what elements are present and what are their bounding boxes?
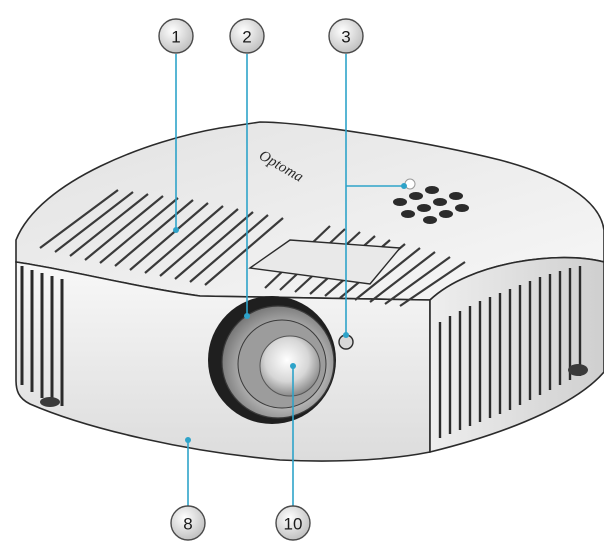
leader-dot-8	[185, 437, 191, 443]
leader-dot-2	[244, 313, 250, 319]
lens-shift-cover	[248, 239, 402, 285]
leader-lines	[173, 54, 407, 506]
callout-label-1: 1	[171, 28, 180, 47]
leader-dot-3-branch	[401, 183, 407, 189]
right-vents	[438, 266, 582, 438]
callout-1: 1	[158, 18, 194, 54]
callout-2: 2	[229, 18, 265, 54]
foot-right	[568, 364, 588, 376]
foot-left	[40, 397, 60, 407]
left-vents	[20, 266, 64, 406]
leader-dot-1	[173, 227, 179, 233]
control-buttons	[393, 186, 469, 224]
right-side	[429, 256, 604, 454]
callout-label-10: 10	[284, 515, 303, 534]
callout-3: 3	[328, 18, 364, 54]
callout-label-8: 8	[183, 515, 192, 534]
leader-dot-10	[290, 363, 296, 369]
lens-assembly	[208, 296, 336, 424]
leader-dot-3	[343, 332, 349, 338]
callout-label-3: 3	[341, 28, 350, 47]
projector-body: Optoma	[15, 121, 604, 462]
callout-8: 8	[170, 505, 206, 541]
callout-10: 10	[275, 505, 311, 541]
callout-label-2: 2	[242, 28, 251, 47]
